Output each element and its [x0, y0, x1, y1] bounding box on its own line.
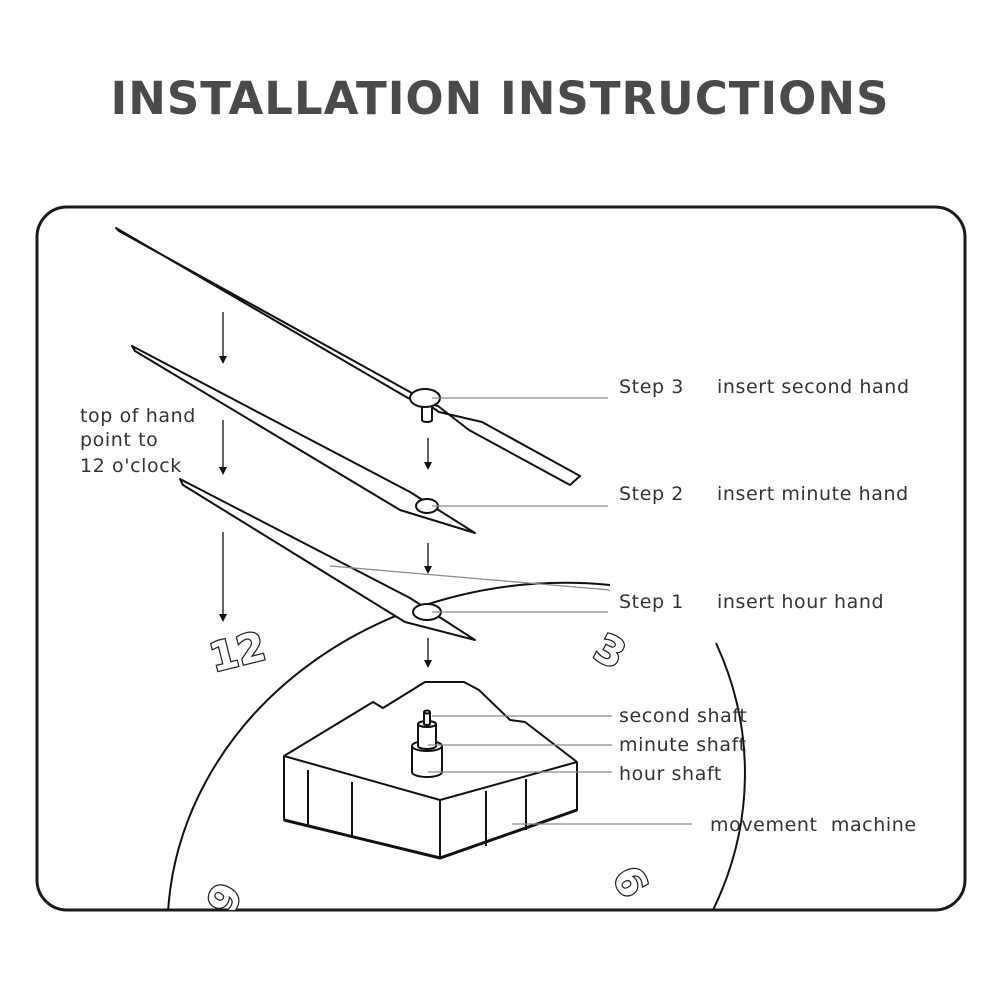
second-shaft-label: second shaft	[619, 705, 747, 727]
clock-dial-outline	[167, 581, 611, 910]
note-line-2: point to	[80, 429, 158, 451]
step-1-label: Step 1	[619, 591, 684, 613]
assembly-arrows	[219, 312, 432, 668]
step-3-text: insert second hand	[717, 376, 910, 398]
hour-hand	[179, 478, 476, 641]
note-line-3: 12 o'clock	[80, 455, 182, 477]
step-2-text: insert minute hand	[717, 483, 909, 505]
hour-shaft-label: hour shaft	[619, 763, 722, 785]
diagram-frame	[35, 205, 967, 912]
clock-dial-outline-right	[711, 642, 746, 910]
movement-machine-label: movement machine	[710, 814, 917, 836]
step-1-text: insert hour hand	[717, 591, 884, 613]
minute-hand	[131, 345, 476, 534]
shaft-stack	[411, 709, 443, 778]
note-line-1: top of hand	[80, 405, 196, 427]
leader-lines	[329, 397, 692, 825]
step-2-label: Step 2	[619, 483, 684, 505]
second-hand	[115, 227, 581, 486]
page-title: INSTALLATION INSTRUCTIONS	[110, 72, 890, 125]
step-3-label: Step 3	[619, 376, 684, 398]
minute-shaft-label: minute shaft	[619, 734, 747, 756]
